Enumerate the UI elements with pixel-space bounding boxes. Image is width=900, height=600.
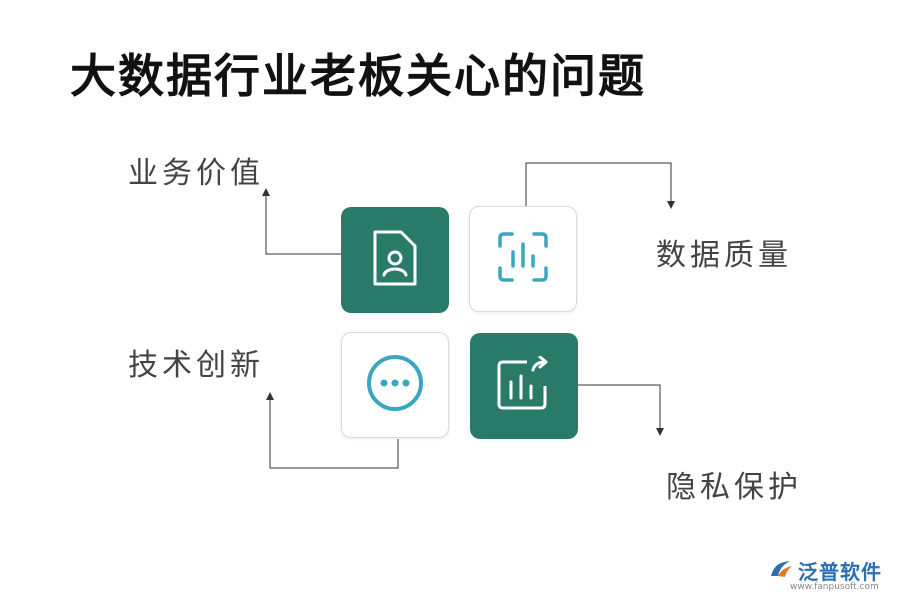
label-privacy-protection: 隐私保护 (666, 470, 802, 505)
chart-share-icon (495, 355, 553, 416)
label-data-quality: 数据质量 (656, 238, 792, 273)
document-person-icon (369, 228, 421, 292)
tile-data-quality (469, 206, 577, 312)
connector-privacy-protection (578, 384, 664, 436)
brand-url: www.fanpusoft.com (790, 582, 879, 592)
more-dots-icon (365, 353, 425, 417)
page-title: 大数据行业老板关心的问题 (70, 49, 646, 103)
connector-data-quality (525, 162, 675, 209)
connector-tech-innovation (266, 392, 399, 469)
label-business-value: 业务价值 (128, 156, 264, 191)
label-tech-innovation: 技术创新 (128, 348, 264, 383)
scan-chart-icon (496, 230, 550, 288)
brand-name: 泛普软件 (798, 560, 882, 584)
brand-mark-icon (768, 558, 794, 584)
tile-privacy-protection (470, 333, 578, 439)
tile-tech-innovation (341, 332, 449, 438)
brand-logo: 泛普软件 (768, 556, 882, 585)
tile-business-value (341, 207, 449, 313)
connector-business-value (262, 188, 341, 255)
